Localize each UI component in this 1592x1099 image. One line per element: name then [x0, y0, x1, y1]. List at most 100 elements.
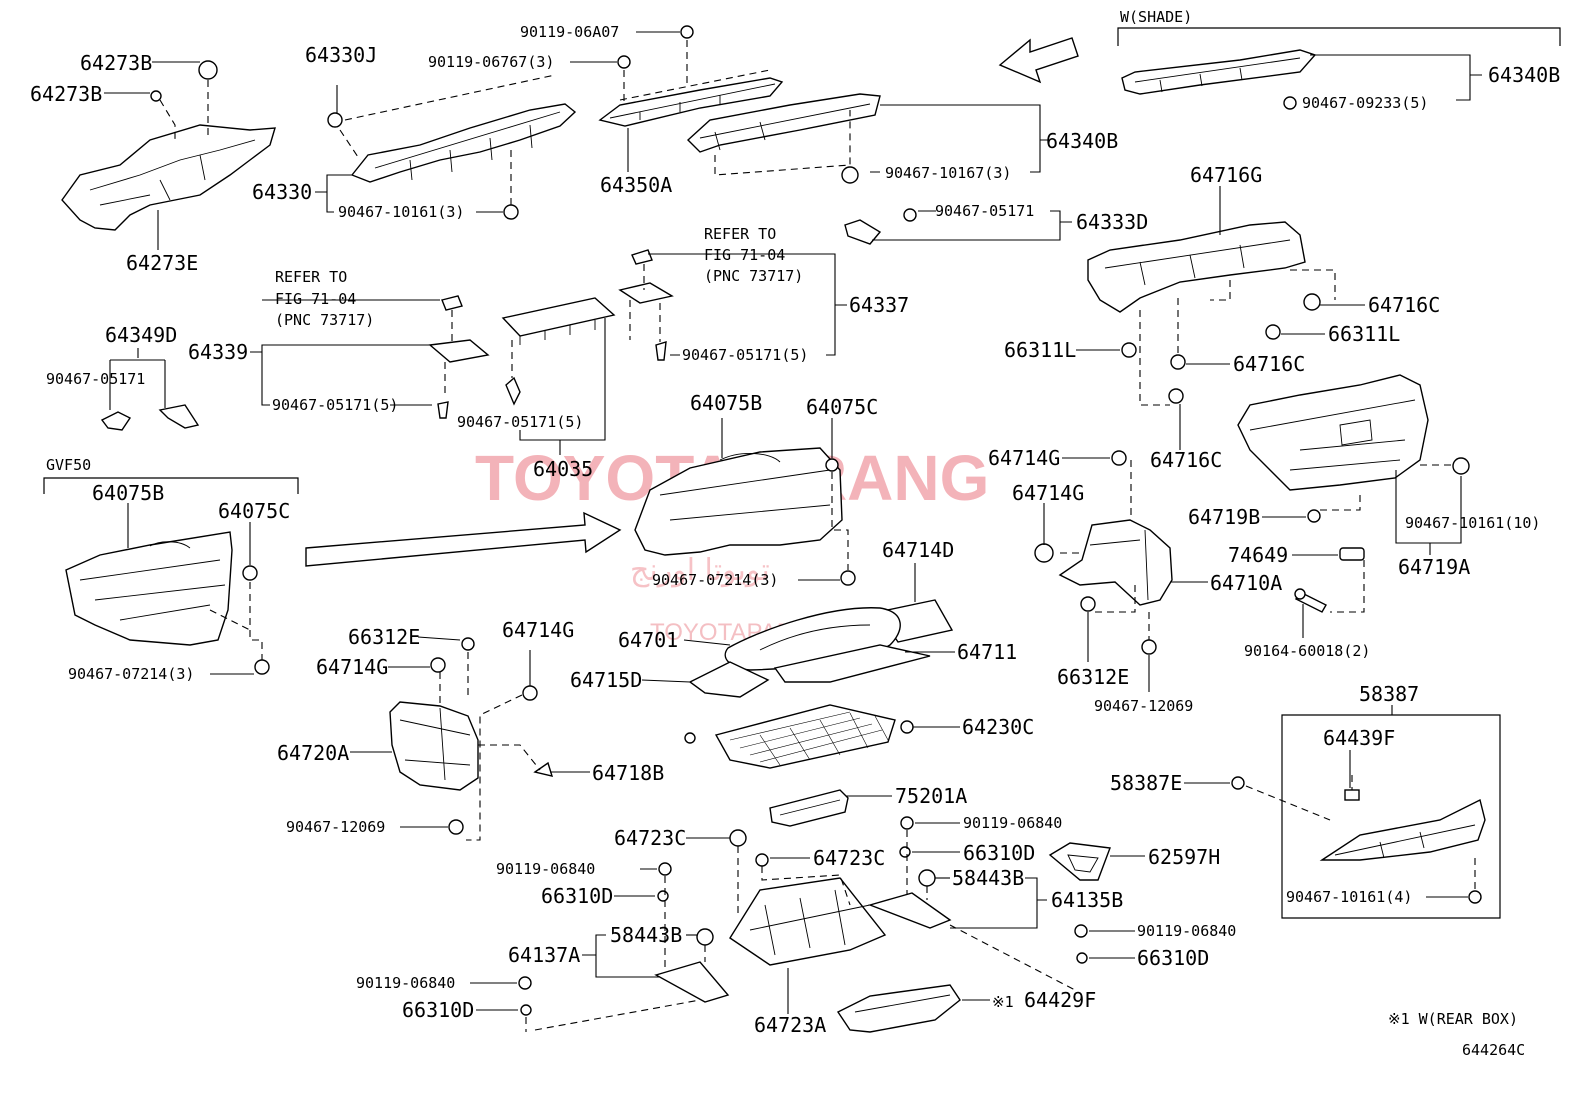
label-90467-10161-4: 90467-10161(4): [1286, 888, 1412, 906]
label-pnc-a: (PNC 73717): [275, 311, 374, 329]
leader-64135B: [950, 877, 1047, 929]
leader-64349D: [109, 348, 166, 410]
label-fig-b: FIG 71-04: [704, 246, 785, 264]
label-64714G-a: 64714G: [988, 446, 1060, 470]
leader-64273-dash: [159, 80, 209, 140]
leader-64723A-dash: [737, 846, 851, 915]
leader-64337-dash: [629, 264, 661, 342]
label-90467-05171-d: 90467-05171: [935, 202, 1034, 220]
label-58387E: 58387E: [1110, 771, 1182, 795]
label-64349D: 64349D: [105, 323, 177, 347]
label-64273B-a: 64273B: [80, 51, 152, 75]
label-64711: 64711: [957, 640, 1017, 664]
part-64339-bracket: [428, 295, 490, 419]
label-64715D: 64715D: [570, 668, 642, 692]
label-64340B-mid: 64340B: [1046, 129, 1118, 153]
label-64723C-b: 64723C: [813, 846, 885, 870]
watermark-arabic: تويوتا اورنج: [630, 553, 770, 588]
label-75201A: 75201A: [895, 784, 967, 808]
leader-64350A-dash: [619, 40, 851, 176]
part-labels: 64273B 64273B 64273E 64330J 64330 90467-…: [30, 8, 1560, 1059]
label-w-shade: W(SHADE): [1120, 8, 1192, 26]
label-64429F: 64429F: [1024, 988, 1096, 1012]
label-64710A: 64710A: [1210, 571, 1282, 595]
label-66310D-c: 66310D: [541, 884, 613, 908]
label-64230C: 64230C: [962, 715, 1034, 739]
leader-64339-dash: [444, 310, 453, 395]
part-64340B-shade: [1121, 49, 1317, 110]
leader-64333D: [872, 210, 1072, 241]
label-90119-06767-3: 90119-06767(3): [428, 53, 554, 71]
label-footnote: ※1 W(REAR BOX): [1388, 1010, 1518, 1028]
label-64333D: 64333D: [1076, 210, 1148, 234]
part-64720A-trim: [389, 637, 554, 835]
leader-58387-dash: [1245, 775, 1476, 890]
label-64720A: 64720A: [277, 741, 349, 765]
label-64718B: 64718B: [592, 761, 664, 785]
leader-64337: [648, 253, 847, 356]
label-90119-06840-a: 90119-06840: [963, 814, 1062, 832]
leader-64075B-mid-dash: [831, 472, 849, 570]
label-66312E-right: 66312E: [1057, 665, 1129, 689]
part-64035-panel: [501, 297, 616, 406]
part-64340B-tray-mid: [686, 93, 881, 184]
label-90119-06840-b: 90119-06840: [1137, 922, 1236, 940]
part-64429F-tray: [836, 984, 961, 1033]
part-64710A-cover: [1034, 450, 1173, 655]
label-90467-05171-5-a: 90467-05171(5): [272, 396, 398, 414]
leader-64135B-dash: [906, 830, 1076, 991]
label-90467-10161-3: 90467-10161(3): [338, 203, 464, 221]
label-90467-07214-3-left: 90467-07214(3): [68, 665, 194, 683]
part-64333D: [844, 208, 917, 245]
label-66312E-left: 66312E: [348, 625, 420, 649]
leader-64720A-dash: [439, 652, 541, 841]
part-64715D-mat: [688, 661, 770, 698]
label-90119-06840-d: 90119-06840: [356, 974, 455, 992]
label-64075B-left: 64075B: [92, 481, 164, 505]
label-64330J: 64330J: [305, 43, 377, 67]
leader-64330: [315, 174, 352, 213]
label-64723C-a: 64723C: [614, 826, 686, 850]
label-64714D: 64714D: [882, 538, 954, 562]
label-64075C-left: 64075C: [218, 499, 290, 523]
label-gvf50: GVF50: [46, 456, 91, 474]
label-90119-06A07: 90119-06A07: [520, 23, 619, 41]
part-75201A: [769, 789, 849, 827]
part-62597H: [1048, 842, 1111, 881]
part-64711-mat: [773, 644, 931, 683]
leader-64339: [250, 299, 440, 406]
leader-64716G-dash: [1139, 269, 1336, 406]
part-64716G-trim: [1087, 221, 1321, 404]
part-64719A-panel: [1237, 374, 1470, 523]
label-64340B-right: 64340B: [1488, 63, 1560, 87]
label-90467-10167-3: 90467-10167(3): [885, 164, 1011, 182]
label-90467-05171-5-c: 90467-05171(5): [682, 346, 808, 364]
label-figure-code: 644264C: [1462, 1041, 1525, 1059]
label-90467-12069-right: 90467-12069: [1094, 697, 1193, 715]
part-58387-garnish: [1231, 776, 1486, 904]
gvf50-bracket: [43, 477, 299, 494]
label-90164-60018-2: 90164-60018(2): [1244, 642, 1370, 660]
label-90467-05171-5-b: 90467-05171(5): [457, 413, 583, 431]
leader-64701: [683, 639, 731, 646]
label-note-mark: ※1: [992, 993, 1014, 1011]
label-pnc-b: (PNC 73717): [704, 267, 803, 285]
label-64330: 64330: [252, 180, 312, 204]
label-64135B: 64135B: [1051, 888, 1123, 912]
label-66310D-b: 66310D: [1137, 946, 1209, 970]
label-refer-to-a: REFER TO: [275, 268, 347, 286]
leader-64137A: [582, 934, 660, 978]
label-58443B-b: 58443B: [610, 923, 682, 947]
label-64701: 64701: [618, 628, 678, 652]
label-64337: 64337: [849, 293, 909, 317]
label-refer-to-b: REFER TO: [704, 225, 776, 243]
label-90467-05171: 90467-05171: [46, 370, 145, 388]
label-64137A: 64137A: [508, 943, 580, 967]
leader-64340B-right: [1310, 54, 1482, 101]
label-90119-06840-c: 90119-06840: [496, 860, 595, 878]
label-64273E: 64273E: [126, 251, 198, 275]
label-64714G-b: 64714G: [1012, 481, 1084, 505]
label-66310D-a: 66310D: [963, 841, 1035, 865]
label-64716C-c: 64716C: [1150, 448, 1222, 472]
